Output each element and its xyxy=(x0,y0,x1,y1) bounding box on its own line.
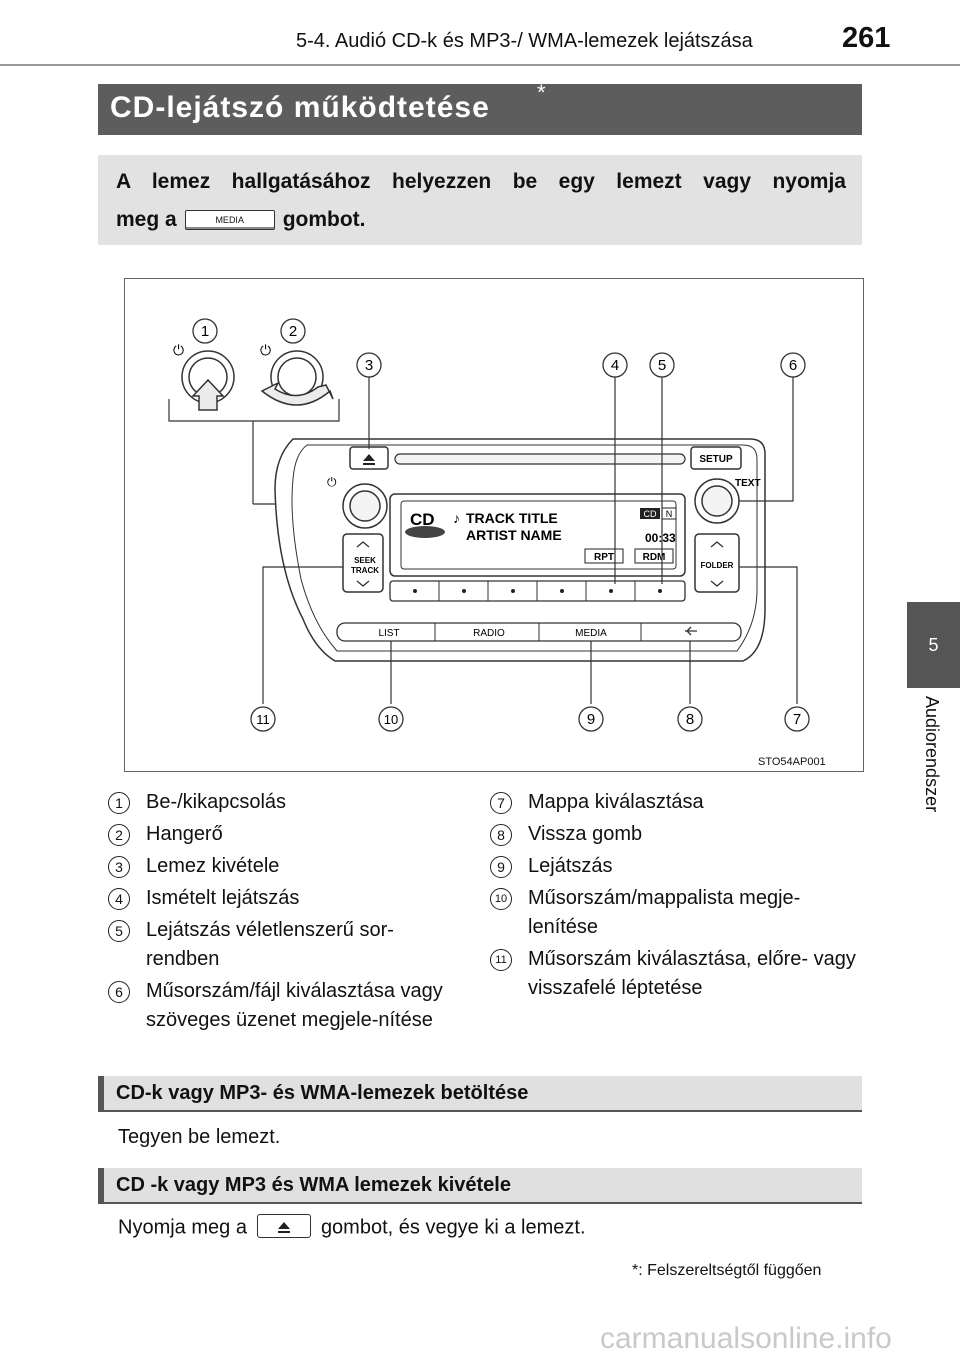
disc-icon xyxy=(405,526,445,538)
knob-inset-illustration: ⏻ ⏻ xyxy=(168,342,347,505)
rotate-arrow-icon xyxy=(260,381,334,406)
press-arrow-icon xyxy=(191,378,225,411)
intro-line-2: meg a MEDIA gombot. xyxy=(116,208,366,232)
display-n-indicator: N xyxy=(666,509,673,519)
figure-code: STO54AP001 xyxy=(758,756,826,768)
svg-text:11: 11 xyxy=(256,712,270,727)
callout-circles: 1 2 3 4 5 6 7 8 9 10 11 xyxy=(192,318,810,732)
audio-panel: SETUP ⏻ TEXT CD ♪ TRACK TITLE ARTIST NAM… xyxy=(274,438,766,662)
media-button-icon: MEDIA xyxy=(184,210,275,231)
section-heading-load: CD-k vagy MP3- és WMA-lemezek betöltése xyxy=(98,1076,862,1112)
page-number: 261 xyxy=(842,22,891,54)
display-track-title: TRACK TITLE xyxy=(466,510,558,526)
power-icon: ⏻ xyxy=(260,342,271,358)
svg-text:9: 9 xyxy=(587,711,595,728)
list-button-label: LIST xyxy=(378,628,399,639)
callout-1: 1 xyxy=(192,318,218,344)
chevron-down-icon xyxy=(356,580,370,587)
audio-panel-figure: ⏻ ⏻ SETUP ⏻ xyxy=(124,278,864,772)
eject-button-icon xyxy=(256,1214,311,1238)
svg-text:♪: ♪ xyxy=(453,510,460,526)
callout-10: 10 xyxy=(378,706,404,732)
watermark: carmanualsonline.info xyxy=(600,1322,892,1355)
section-title: CD-k vagy MP3- és WMA-lemezek betöltése xyxy=(116,1082,529,1104)
seek-track-button xyxy=(342,533,384,593)
radio-button-label: RADIO xyxy=(473,628,505,639)
footnote: *: Felszereltségtől függően xyxy=(632,1262,822,1279)
callout-8: 8 xyxy=(677,706,703,732)
intro-line-1: A lemez hallgatásához helyezzen be egy l… xyxy=(116,170,846,193)
chapter-tab: 5 xyxy=(907,602,960,688)
section-title: CD -k vagy MP3 és WMA lemezek kivétele xyxy=(116,1174,511,1196)
page-title-bar: CD-lejátszó működtetése * xyxy=(98,80,862,135)
callout-9: 9 xyxy=(578,706,604,732)
callout-5: 5 xyxy=(649,352,675,378)
header-rule xyxy=(0,64,960,66)
running-header: 5-4. Audió CD-k és MP3-/ WMA-lemezek lej… xyxy=(296,30,753,52)
callout-11: 11 xyxy=(250,706,276,732)
svg-text:6: 6 xyxy=(789,357,797,374)
display-cd-indicator: CD xyxy=(644,509,657,519)
svg-text:1: 1 xyxy=(201,323,209,340)
folder-button xyxy=(694,533,740,593)
section-heading-eject: CD -k vagy MP3 és WMA lemezek kivétele xyxy=(98,1168,862,1204)
chevron-down-icon xyxy=(710,580,724,587)
setup-button xyxy=(690,446,742,470)
back-arrow-icon xyxy=(685,626,697,636)
display-artist-name: ARTIST NAME xyxy=(466,527,562,543)
page-title: CD-lejátszó működtetése xyxy=(110,91,490,124)
display-time: 00:33 xyxy=(645,531,676,545)
chapter-label: Audiorendszer xyxy=(922,696,942,813)
callout-lines xyxy=(262,371,798,704)
svg-text:7: 7 xyxy=(793,711,801,728)
section-body-load: Tegyen be lemezt. xyxy=(118,1126,281,1148)
chevron-up-icon xyxy=(356,541,370,548)
folder-label: FOLDER xyxy=(701,561,734,570)
svg-text:10: 10 xyxy=(384,712,398,727)
setup-label: SETUP xyxy=(699,454,733,465)
callout-6: 6 xyxy=(780,352,806,378)
intro-line-2-post: gombot. xyxy=(282,208,366,231)
svg-text:5: 5 xyxy=(658,357,666,374)
display-rdm: RDM xyxy=(643,552,666,563)
power-icon: ⏻ xyxy=(173,342,184,358)
display-cd-label: CD xyxy=(410,510,435,529)
display-rpt: RPT xyxy=(594,552,614,563)
eject-icon xyxy=(363,454,375,461)
svg-text:8: 8 xyxy=(686,711,694,728)
chevron-up-icon xyxy=(710,541,724,548)
seek-label: SEEK xyxy=(354,556,376,565)
callout-7: 7 xyxy=(784,706,810,732)
text-label: TEXT xyxy=(735,478,761,489)
svg-text:⏻: ⏻ xyxy=(327,475,337,489)
svg-text:2: 2 xyxy=(289,323,297,340)
svg-text:3: 3 xyxy=(365,357,373,374)
svg-text:4: 4 xyxy=(611,357,619,374)
callout-2: 2 xyxy=(280,318,306,344)
intro-line-2-pre: meg a xyxy=(116,208,177,231)
title-asterisk: * xyxy=(537,80,546,105)
disc-slot xyxy=(394,453,686,465)
callout-3: 3 xyxy=(356,352,382,378)
media-button-label: MEDIA xyxy=(575,628,607,639)
track-label: TRACK xyxy=(351,566,379,575)
intro-box: A lemez hallgatásához helyezzen be egy l… xyxy=(98,155,862,245)
callout-4: 4 xyxy=(602,352,628,378)
